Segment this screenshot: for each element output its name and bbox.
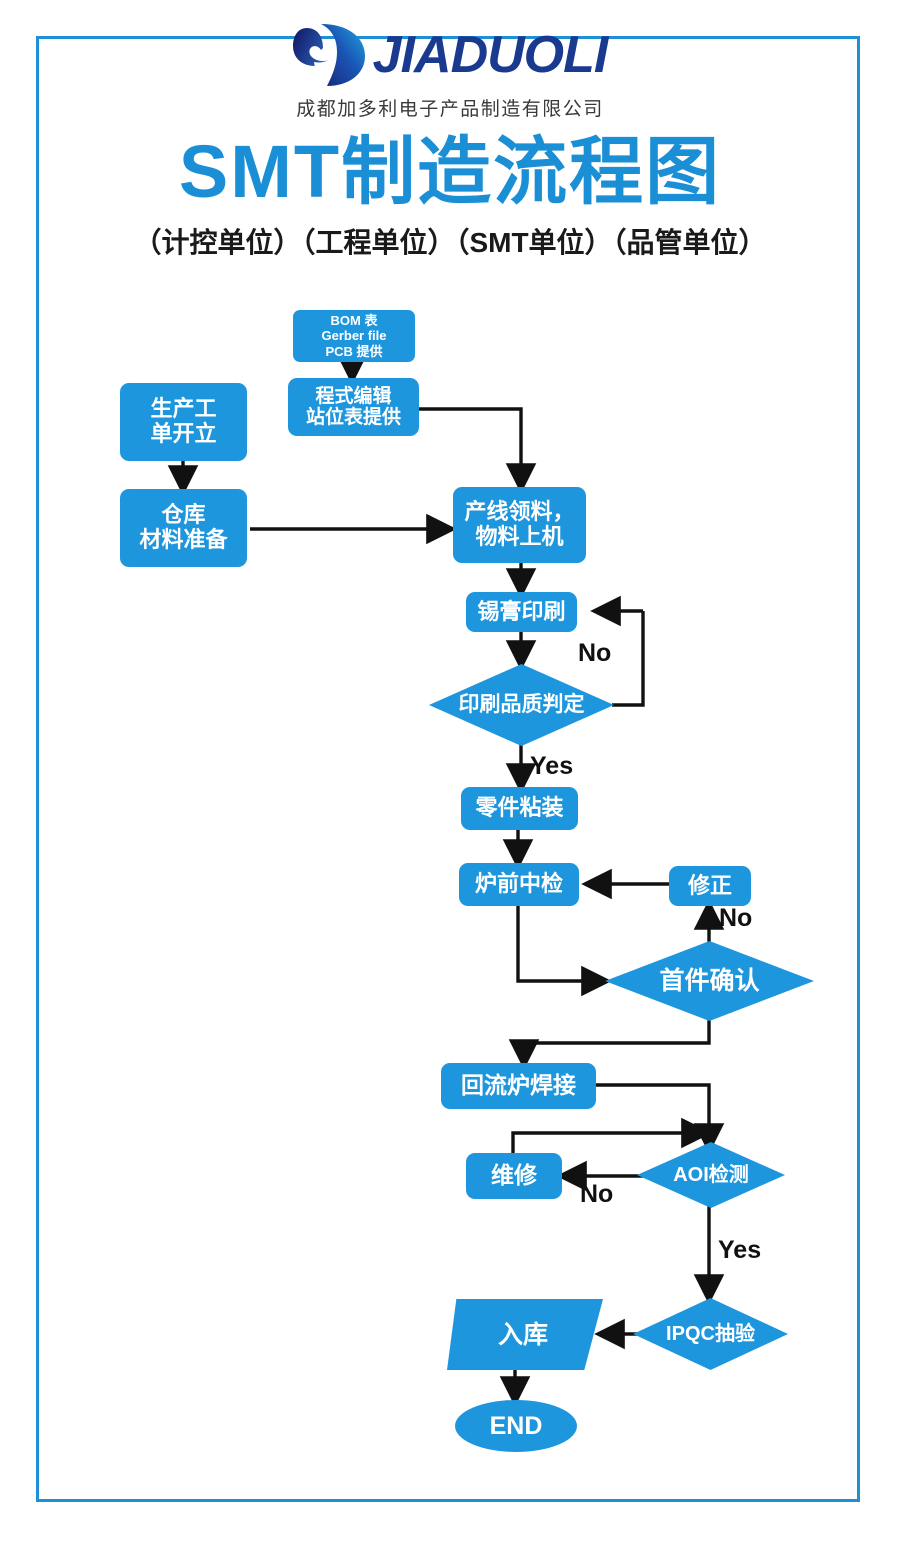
node-precheck-label: 炉前中检 — [474, 871, 563, 897]
node-end[interactable]: END — [455, 1400, 577, 1452]
department-subtitle: （计控单位）（工程单位）（SMT单位）（品管单位） — [133, 227, 767, 258]
node-stock-in[interactable]: 入库 — [447, 1299, 603, 1370]
node-workorder[interactable]: 生产工 单开立 — [120, 383, 247, 461]
node-fix-label: 修正 — [687, 872, 732, 898]
node-precheck[interactable]: 炉前中检 — [459, 863, 579, 906]
page-border-frame — [36, 36, 860, 1502]
node-first-piece-label: 首件确认 — [659, 967, 760, 995]
node-end-label: END — [489, 1412, 543, 1440]
node-first-piece-decision[interactable]: 首件确认 — [605, 941, 814, 1021]
node-repair-label: 维修 — [491, 1162, 537, 1189]
node-print-quality-decision[interactable]: 印刷品质判定 — [429, 664, 614, 746]
edge-label-yes-print: Yes — [530, 752, 574, 780]
node-fix[interactable]: 修正 — [669, 866, 751, 906]
node-mount[interactable]: 零件粘装 — [461, 787, 578, 830]
logo-wordmark: JIADUOLI — [372, 26, 609, 84]
brand-logo: JIADUOLI — [0, 20, 900, 90]
edge-label-no-print: No — [578, 639, 612, 667]
node-warehouse[interactable]: 仓库 材料准备 — [120, 489, 247, 567]
node-mount-label: 零件粘装 — [475, 795, 564, 821]
edge-label-no-aoi: No — [580, 1180, 614, 1208]
node-bom[interactable]: BOM 表 Gerber file PCB 提供 — [293, 310, 415, 362]
company-name: 成都加多利电子产品制造有限公司 — [296, 98, 604, 120]
node-ipqc-decision[interactable]: IPQC抽验 — [633, 1298, 788, 1370]
node-printing[interactable]: 锡膏印刷 — [466, 592, 577, 632]
node-warehouse-label: 仓库 材料准备 — [139, 502, 228, 552]
node-reflow[interactable]: 回流炉焊接 — [441, 1063, 596, 1109]
node-reflow-label: 回流炉焊接 — [461, 1072, 576, 1099]
node-repair[interactable]: 维修 — [466, 1153, 562, 1199]
node-pickup-label: 产线领料， 物料上机 — [464, 499, 575, 549]
edge-label-no-first: No — [719, 904, 753, 932]
node-program-label: 程式编辑 站位表提供 — [305, 385, 401, 428]
edge-label-yes-aoi: Yes — [718, 1236, 762, 1264]
node-aoi-decision[interactable]: AOI检测 — [637, 1142, 785, 1208]
jiaduoli-swoosh-logo-icon — [292, 22, 367, 88]
trapezoid-shape — [447, 1299, 603, 1370]
node-workorder-label: 生产工 单开立 — [150, 396, 217, 446]
node-print-quality-label: 印刷品质判定 — [458, 693, 585, 717]
node-printing-label: 锡膏印刷 — [477, 598, 566, 624]
node-stock-in-label: 入库 — [497, 1320, 548, 1349]
node-pickup[interactable]: 产线领料， 物料上机 — [453, 487, 586, 563]
poster-header: JIADUOLI 成都加多利电子产品制造有限公司 SMT制造流程图 （计控单位）… — [0, 20, 900, 261]
node-ipqc-label: IPQC抽验 — [666, 1322, 755, 1345]
node-program[interactable]: 程式编辑 站位表提供 — [288, 378, 419, 436]
node-aoi-label: AOI检测 — [673, 1163, 749, 1186]
node-bom-label: BOM 表 Gerber file PCB 提供 — [321, 313, 387, 359]
page-title: SMT制造流程图 — [178, 130, 722, 213]
